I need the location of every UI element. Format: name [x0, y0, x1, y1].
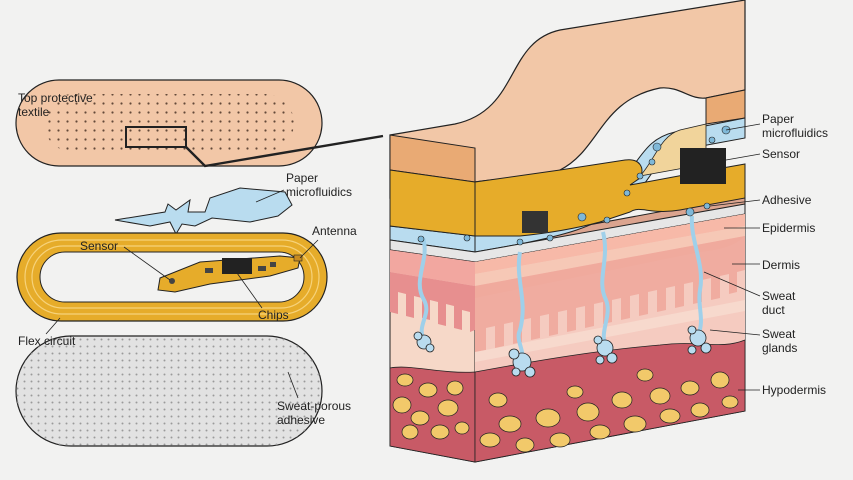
label-top-textile-2: textile	[18, 105, 50, 119]
label-sweat-adhesive-1: Sweat-porous	[277, 399, 351, 413]
label-epidermis: Epidermis	[762, 221, 815, 235]
label-dermis: Dermis	[762, 258, 800, 272]
label-paper-right-2: microfluidics	[762, 126, 828, 140]
label-sweat-glands-1: Sweat	[762, 327, 796, 341]
label-top-textile-1: Top protective	[18, 91, 93, 105]
label-sensor-right: Sensor	[762, 147, 800, 161]
label-adhesive: Adhesive	[762, 193, 812, 207]
label-antenna: Antenna	[312, 224, 357, 238]
sweat-porous-adhesive-layer	[16, 336, 322, 446]
label-sweat-adhesive-2: adhesive	[277, 413, 325, 427]
label-paper-left-1: Paper	[286, 171, 318, 185]
label-hypodermis: Hypodermis	[762, 383, 826, 397]
label-chips: Chips	[258, 308, 289, 322]
label-sweat-duct-1: Sweat	[762, 289, 796, 303]
label-paper-right-1: Paper	[762, 112, 794, 126]
label-sensor-left: Sensor	[80, 239, 118, 253]
label-sweat-glands-2: glands	[762, 341, 797, 355]
paper-microfluidics-piece	[115, 188, 292, 234]
label-sweat-duct-2: duct	[762, 303, 785, 317]
skin-cross-section-block	[390, 0, 745, 462]
label-flex-circuit: Flex circuit	[18, 334, 76, 348]
label-paper-left-2: microfluidics	[286, 185, 352, 199]
